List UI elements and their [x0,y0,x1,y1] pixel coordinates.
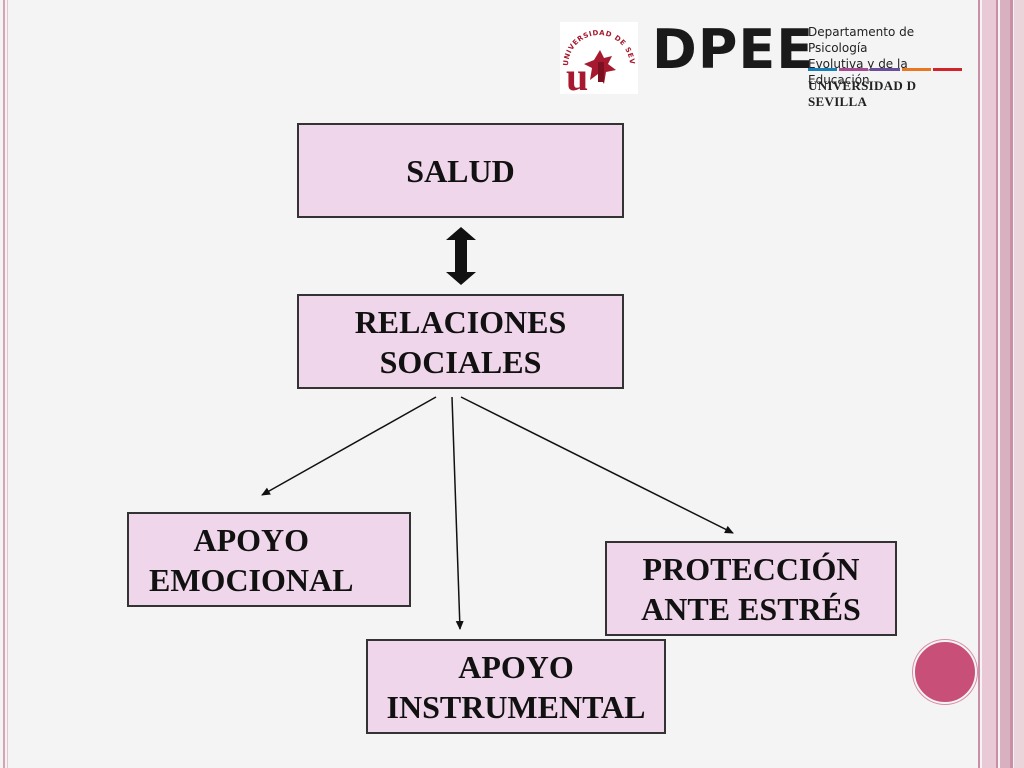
university-seal-logo: UNIVERSIDAD DE SEVILLA u [557,16,638,99]
department-line-2: Evolutiva y de la Educación [808,57,908,87]
left-decorative-border [0,0,10,768]
apoyo-emocional-label: APOYO EMOCIONAL [149,521,354,598]
salud-box: SALUD [297,123,624,218]
university-name: UNIVERSIDAD D SEVILLA [808,78,917,109]
apoyo-emocional-box: APOYO EMOCIONAL [127,512,411,607]
salud-label: SALUD [406,152,515,189]
relaciones-sociales-label: RELACIONES SOCIALES [354,303,567,380]
bidirectional-arrow-icon [446,227,476,285]
decorative-circle [913,640,977,704]
color-bar-4 [901,68,931,71]
department-line-1: Departamento de Psicología [808,25,915,55]
color-bar-5 [932,68,963,71]
arrow-to-apoyo-instrumental [451,396,464,630]
department-name: Departamento de Psicología Evolutiva y d… [808,24,973,88]
apoyo-instrumental-box: APOYO INSTRUMENTAL [366,639,666,734]
arrow-to-proteccion [460,396,734,534]
proteccion-ante-estres-box: PROTECCIÓN ANTE ESTRÉS [605,541,897,636]
arrow-to-apoyo-emocional [261,396,437,496]
color-bar-2 [839,68,869,71]
color-bar-3 [870,68,900,71]
proteccion-ante-estres-label: PROTECCIÓN ANTE ESTRÉS [641,550,861,627]
apoyo-instrumental-label: APOYO INSTRUMENTAL [386,648,646,725]
relaciones-sociales-box: RELACIONES SOCIALES [297,294,624,389]
svg-text:u: u [566,54,588,94]
color-bar-1 [808,68,838,71]
right-decorative-border [978,0,1024,768]
brand-color-bars [808,68,964,74]
dpee-logo-text: DPEE [652,18,815,81]
